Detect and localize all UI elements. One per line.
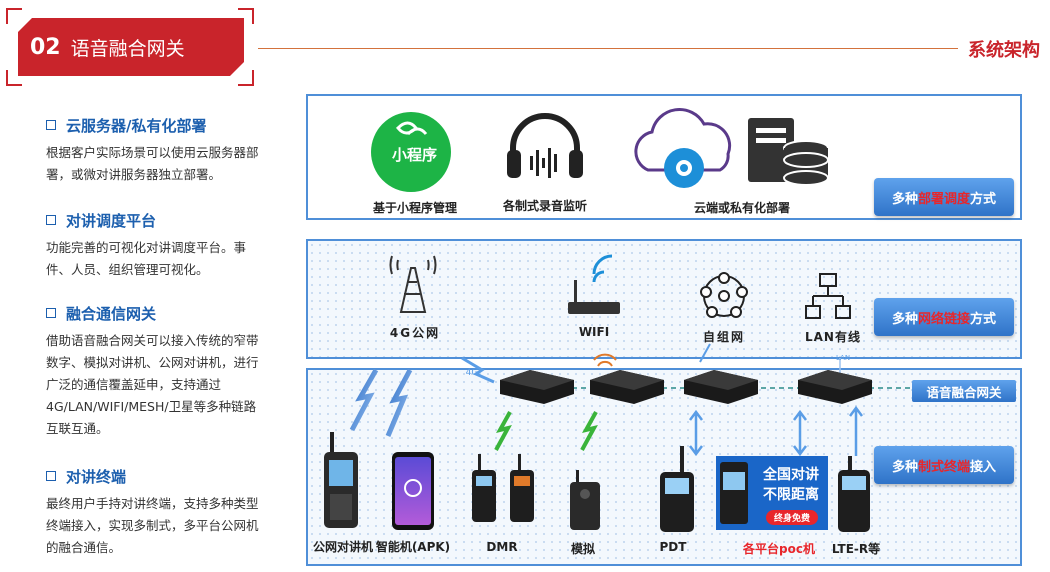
network-pill-highlight: 网络链接 [917, 311, 970, 327]
gateway-device [798, 370, 872, 404]
terminal-pill-highlight: 制式终端 [917, 459, 970, 475]
section-number: 02 [30, 34, 61, 60]
network-item-wifi: WIFI [578, 325, 610, 339]
section-title: 语音融合网关 [70, 37, 185, 60]
network-item-mesh: 自组网 [702, 330, 745, 344]
server-database-icon [748, 118, 829, 186]
section-cloud: 云服务器/私有化部署 根据客户实际场景可以使用云服务器部署，或微对讲服务器独立部… [46, 114, 266, 186]
pdt-radio-icon [660, 446, 694, 532]
mesh-network-icon [700, 272, 748, 318]
terminal-poc: 各平台poc机 [743, 542, 815, 556]
mini-program-badge: 小程序 [392, 146, 438, 164]
network-pill-suffix: 方式 [970, 311, 997, 327]
bidirectional-arrow-icon [689, 409, 703, 457]
deploy-pill-suffix: 方式 [970, 191, 997, 207]
header-corner-tr [238, 8, 254, 24]
lightning-icon [349, 368, 379, 432]
section-gateway-title: 融合通信网关 [66, 304, 157, 323]
link-icon [699, 343, 711, 363]
cell-tower-icon [389, 255, 437, 313]
poster-line-1: 全国对讲 [763, 467, 819, 483]
terminal-pill-prefix: 多种 [891, 459, 918, 475]
lte-r-radio-icon [838, 456, 870, 532]
section-terminal-body: 最终用户手持对讲终端，支持多种类型终端接入，实现多制式，多平台公网机的融合通信。 [46, 496, 259, 555]
section-cloud-title: 云服务器/私有化部署 [66, 116, 207, 135]
signal-icon [593, 353, 617, 367]
gateway-device [590, 370, 664, 404]
public-network-radio-icon [324, 432, 358, 528]
terminal-smartphone: 智能机(APK) [375, 540, 451, 554]
checkbox-icon [46, 471, 56, 481]
header-corner-tl [6, 8, 22, 24]
network-pill-prefix: 多种 [891, 311, 918, 327]
network-pill: 多种网络链接方式 [874, 298, 1014, 336]
deploy-item-recording: 各制式录音监听 [502, 199, 587, 213]
page-title: 系统架构 [968, 40, 1040, 61]
network-item-lan: LAN有线 [805, 330, 861, 344]
section-dispatch-body: 功能完善的可视化对讲调度平台。事件、人员、组织管理可视化。 [46, 240, 247, 277]
lightning-icon [385, 368, 413, 437]
checkbox-icon [46, 308, 56, 318]
header-corner-br [238, 70, 254, 86]
link-4g-label: 4G [465, 368, 479, 378]
cloud-gear-icon [634, 107, 732, 188]
network-item-4g: 4G公网 [389, 326, 441, 340]
poster-badge: 终身免费 [766, 510, 818, 525]
dmr-radio-icon [472, 454, 534, 522]
section-gateway: 融合通信网关 借助语音融合网关可以接入传统的窄带数字、模拟对讲机、公网对讲机，进… [46, 302, 266, 440]
bidirectional-arrow-icon [793, 409, 807, 457]
gateway-label: 语音融合网关 [912, 380, 1016, 402]
deploy-pill: 多种部署调度方式 [874, 178, 1014, 216]
terminal-pdt: PDT [659, 540, 687, 554]
lightning-icon [494, 411, 512, 451]
up-arrow-icon [849, 405, 863, 456]
lightning-icon [580, 411, 598, 451]
mini-program-icon [371, 112, 451, 192]
header-divider [258, 48, 958, 49]
section-dispatch: 对讲调度平台 功能完善的可视化对讲调度平台。事件、人员、组织管理可视化。 [46, 209, 266, 281]
deploy-item-cloud: 云端或私有化部署 [693, 201, 790, 215]
deploy-pill-prefix: 多种 [891, 191, 918, 207]
terminal-public-network: 公网对讲机 [312, 540, 373, 554]
terminal-pill: 多种制式终端接入 [874, 446, 1014, 484]
lightning-icon [461, 356, 495, 384]
deploy-item-mini-program: 基于小程序管理 [372, 201, 457, 215]
header-corner-bl [6, 70, 22, 86]
section-tab: 02 语音融合网关 [18, 18, 244, 76]
headphones-icon [507, 113, 583, 178]
link-lan-label: LAN [836, 354, 851, 362]
checkbox-icon [46, 215, 56, 225]
section-terminal-title: 对讲终端 [66, 467, 127, 486]
lan-network-icon [805, 273, 851, 319]
section-dispatch-title: 对讲调度平台 [66, 211, 157, 230]
section-gateway-body: 借助语音融合网关可以接入传统的窄带数字、模拟对讲机、公网对讲机，进行广泛的通信覆… [46, 333, 259, 436]
deploy-pill-highlight: 部署调度 [917, 191, 970, 207]
terminal-lte-r: LTE-R等 [831, 542, 881, 556]
smartphone-icon [392, 452, 434, 530]
checkbox-icon [46, 120, 56, 130]
terminal-analog: 模拟 [570, 542, 595, 556]
terminal-dmr: DMR [486, 540, 518, 554]
poster-line-2: 不限距离 [763, 487, 819, 503]
gateway-device [500, 370, 574, 404]
analog-radio-icon [570, 470, 600, 530]
section-terminal: 对讲终端 最终用户手持对讲终端，支持多种类型终端接入，实现多制式，多平台公网机的… [46, 465, 266, 559]
gateway-device [684, 370, 758, 404]
terminal-pill-suffix: 接入 [970, 459, 997, 475]
wifi-router-icon [568, 254, 620, 314]
section-cloud-body: 根据客户实际场景可以使用云服务器部署，或微对讲服务器独立部署。 [46, 145, 259, 182]
